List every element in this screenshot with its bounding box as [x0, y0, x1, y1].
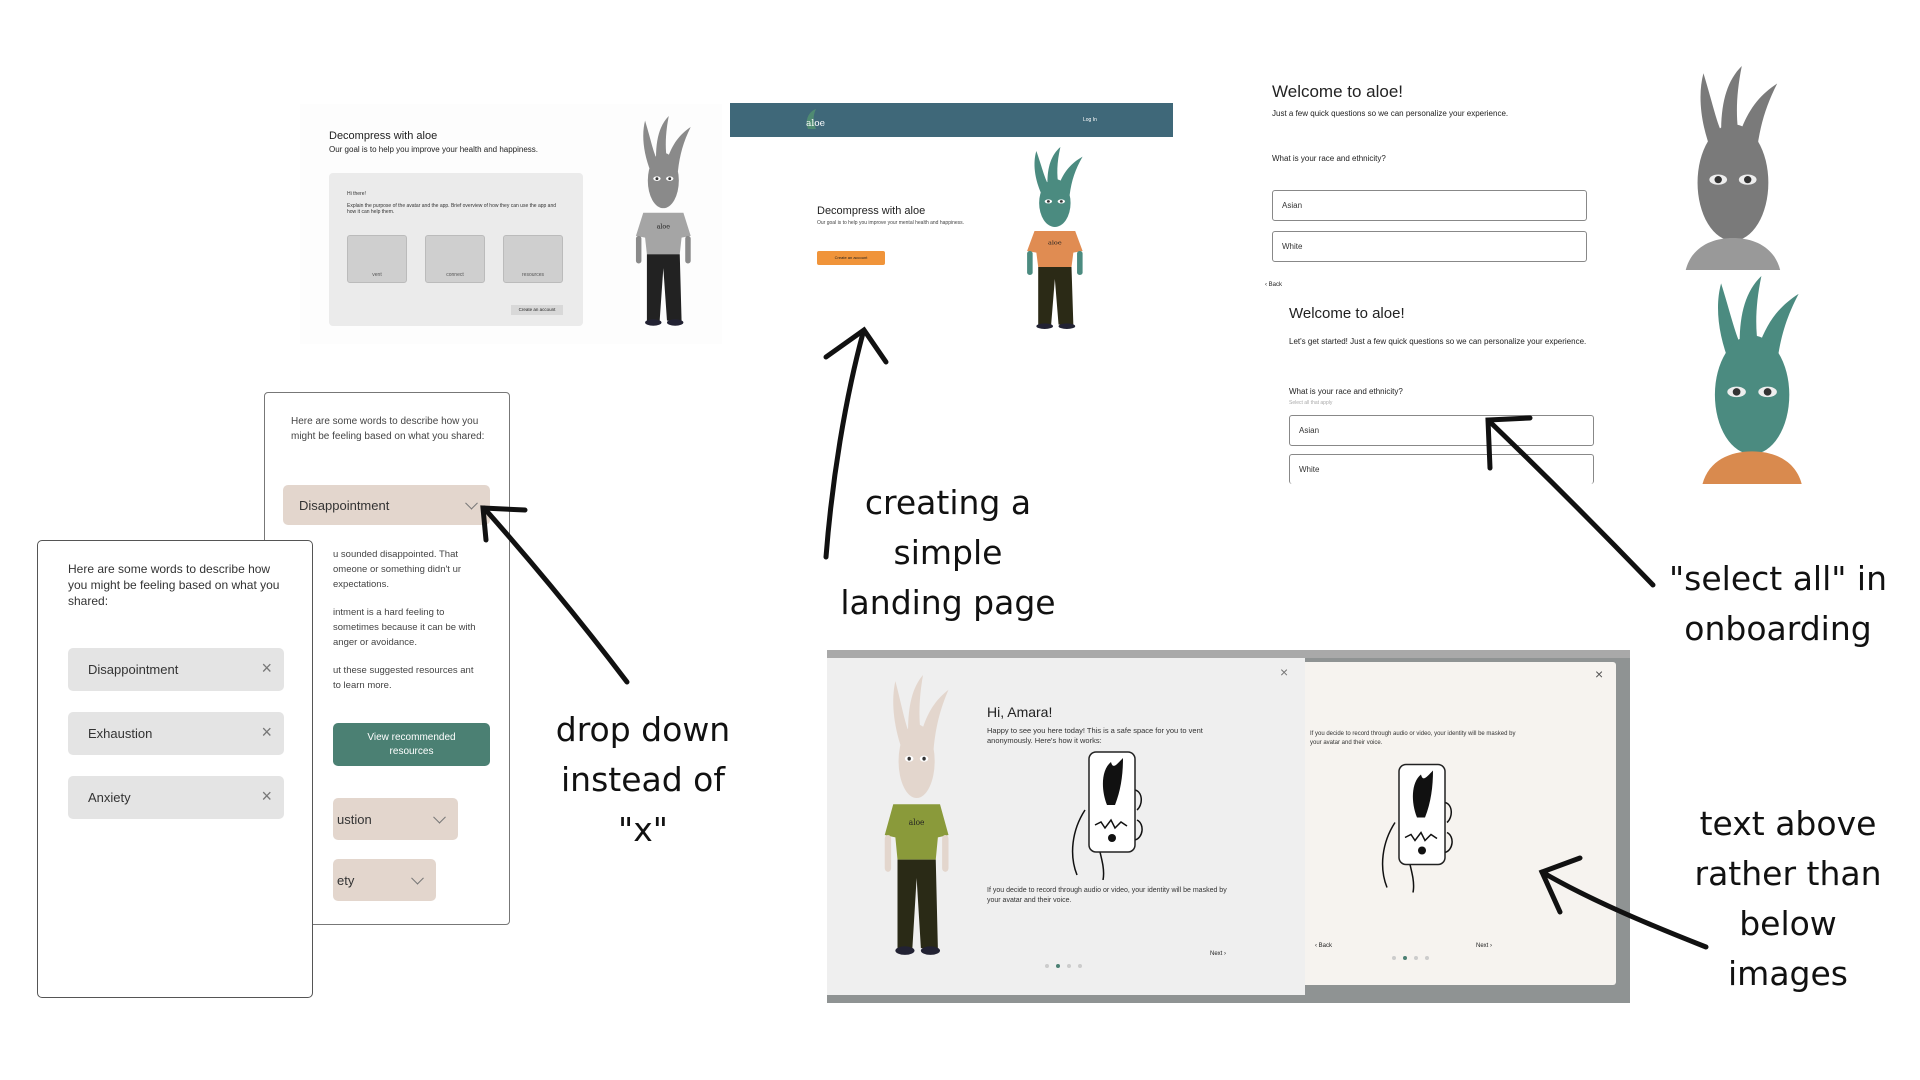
feeling-description-2: intment is a hard feeling to sometimes b…: [333, 607, 476, 648]
wireframe-tile-connect: connect: [425, 235, 485, 283]
feeling-chip-disappointment: Disappointment×: [68, 648, 284, 691]
feelings-chips-panel: Here are some words to describe how you …: [37, 540, 313, 998]
feeling-dropdown-disappointment[interactable]: Disappointment: [283, 485, 490, 525]
intro-caption: If you decide to record through audio or…: [987, 887, 1227, 904]
wireframe-body: Explain the purpose of the avatar and th…: [347, 203, 557, 215]
wireframe-create-account-button[interactable]: Create an account: [511, 305, 563, 315]
pagination-dots: [1392, 947, 1436, 965]
close-icon[interactable]: ×: [1595, 666, 1604, 682]
avatar-head-grey: [1671, 66, 1789, 270]
svg-text:aloe: aloe: [1048, 240, 1062, 246]
option-asian[interactable]: Asian: [1289, 415, 1594, 446]
wireframe-title: Decompress with aloe: [329, 130, 438, 142]
feeling-chip-exhaustion: Exhaustion×: [68, 712, 284, 755]
pagination-dots: [1045, 955, 1089, 973]
wireframe-greeting: Hi there!: [347, 191, 366, 197]
view-resources-button[interactable]: View recommended resources: [333, 723, 490, 766]
phone-illustration: [1367, 760, 1467, 895]
chips-intro: Here are some words to describe how you …: [68, 562, 280, 608]
wireframe-tile-resources: resources: [503, 235, 563, 283]
avatar-figure: aloe: [884, 675, 949, 955]
close-icon[interactable]: ×: [261, 786, 272, 806]
close-icon[interactable]: ×: [261, 722, 272, 742]
option-asian[interactable]: Asian: [1272, 190, 1587, 221]
arrow-dropdown: [480, 505, 630, 685]
svg-text:aloe: aloe: [909, 818, 925, 828]
page-dot[interactable]: [1403, 956, 1407, 960]
landing-page-panel: aloe Log In Decompress with aloe Our goa…: [730, 103, 1173, 343]
onboarding-old-question: What is your race and ethnicity?: [1272, 154, 1386, 163]
onboarding-old-title: Welcome to aloe!: [1272, 82, 1404, 101]
page-dot[interactable]: [1414, 956, 1418, 960]
intro-slides-panel: × aloe Hi, Amara! Happy to see you here …: [827, 650, 1630, 1003]
page-dot[interactable]: [1392, 956, 1396, 960]
onboarding-new-question: What is your race and ethnicity?: [1289, 387, 1403, 396]
avatar-figure: aloe: [1027, 147, 1083, 329]
back-button[interactable]: ‹ Back: [1265, 282, 1283, 288]
onboarding-new-panel: ‹ Back Welcome to aloe! Let's get starte…: [1249, 274, 1812, 484]
phone-in-hand-icon: [1071, 751, 1143, 880]
landing-title: Decompress with aloe: [817, 205, 926, 217]
option-white[interactable]: White: [1272, 231, 1587, 262]
onboarding-new-subtitle: Let's get started! Just a few quick ques…: [1289, 337, 1587, 346]
aloe-logo[interactable]: aloe: [802, 107, 828, 133]
close-icon[interactable]: ×: [261, 658, 272, 678]
login-link[interactable]: Log In: [1083, 117, 1097, 123]
phone-illustration: [1057, 750, 1157, 880]
intro-greeting: Hi, Amara!: [987, 704, 1053, 720]
arrow-text-above: [1538, 855, 1709, 950]
avatar-head: [1685, 66, 1781, 270]
page-dot[interactable]: [1056, 964, 1060, 968]
arrow-landing: [823, 326, 889, 560]
dropdown-intro: Here are some words to describe how you …: [291, 416, 485, 442]
landing-header: aloe Log In: [730, 103, 1173, 137]
svg-text:aloe: aloe: [657, 222, 671, 230]
onboarding-old-subtitle: Just a few quick questions so we can per…: [1272, 109, 1509, 118]
intro-new-slide: × If you decide to record through audio …: [1305, 662, 1616, 985]
next-button[interactable]: Next ›: [1210, 951, 1227, 957]
intro-text: Happy to see you here today! This is a s…: [987, 726, 1203, 745]
avatar-head: [1702, 276, 1802, 484]
page-dot[interactable]: [1425, 956, 1429, 960]
next-button[interactable]: Next ›: [1476, 943, 1493, 949]
avatar-teal: aloe: [1016, 147, 1090, 331]
page-dot[interactable]: [1045, 964, 1049, 968]
feeling-description-1: u sounded disappointed. That omeone or s…: [333, 549, 462, 590]
logo-text: aloe: [806, 119, 825, 129]
option-white[interactable]: White: [1289, 454, 1594, 484]
close-icon[interactable]: ×: [1280, 664, 1289, 680]
back-button[interactable]: ‹ Back: [1315, 943, 1333, 949]
intro-new-caption: If you decide to record through audio or…: [1310, 731, 1516, 746]
aloe-leaf-icon: [806, 109, 816, 129]
avatar-grey: aloe: [625, 116, 698, 328]
arrow-select-all: [1485, 415, 1656, 588]
select-all-hint: Select all that apply: [1289, 400, 1333, 406]
feeling-dropdown-anxiety[interactable]: ety: [333, 859, 436, 901]
avatar-head-teal: [1687, 276, 1811, 484]
page-dot[interactable]: [1067, 964, 1071, 968]
wireframe-tile-vent: vent: [347, 235, 407, 283]
phone-in-hand-icon: [1381, 763, 1453, 893]
feeling-description-3: ut these suggested resources ant to lear…: [333, 665, 474, 691]
avatar-figure: aloe: [635, 116, 691, 326]
onboarding-old-panel: Welcome to aloe! Just a few quick questi…: [1249, 62, 1812, 272]
page-dot[interactable]: [1078, 964, 1082, 968]
avatar-beige: aloe: [872, 675, 957, 958]
onboarding-new-title: Welcome to aloe!: [1289, 305, 1405, 322]
feeling-dropdown-exhaustion[interactable]: ustion: [333, 798, 458, 840]
wireframe-landing-panel: Decompress with aloe Our goal is to help…: [300, 104, 722, 344]
wireframe-subtitle: Our goal is to help you improve your hea…: [329, 145, 539, 154]
create-account-button[interactable]: Create an account: [817, 251, 885, 265]
feeling-chip-anxiety: Anxiety×: [68, 776, 284, 819]
landing-subtitle: Our goal is to help you improve your men…: [817, 220, 965, 226]
intro-old-slide: × aloe Hi, Amara! Happy to see you here …: [827, 658, 1305, 995]
wireframe-card: Hi there! Explain the purpose of the ava…: [329, 173, 583, 326]
